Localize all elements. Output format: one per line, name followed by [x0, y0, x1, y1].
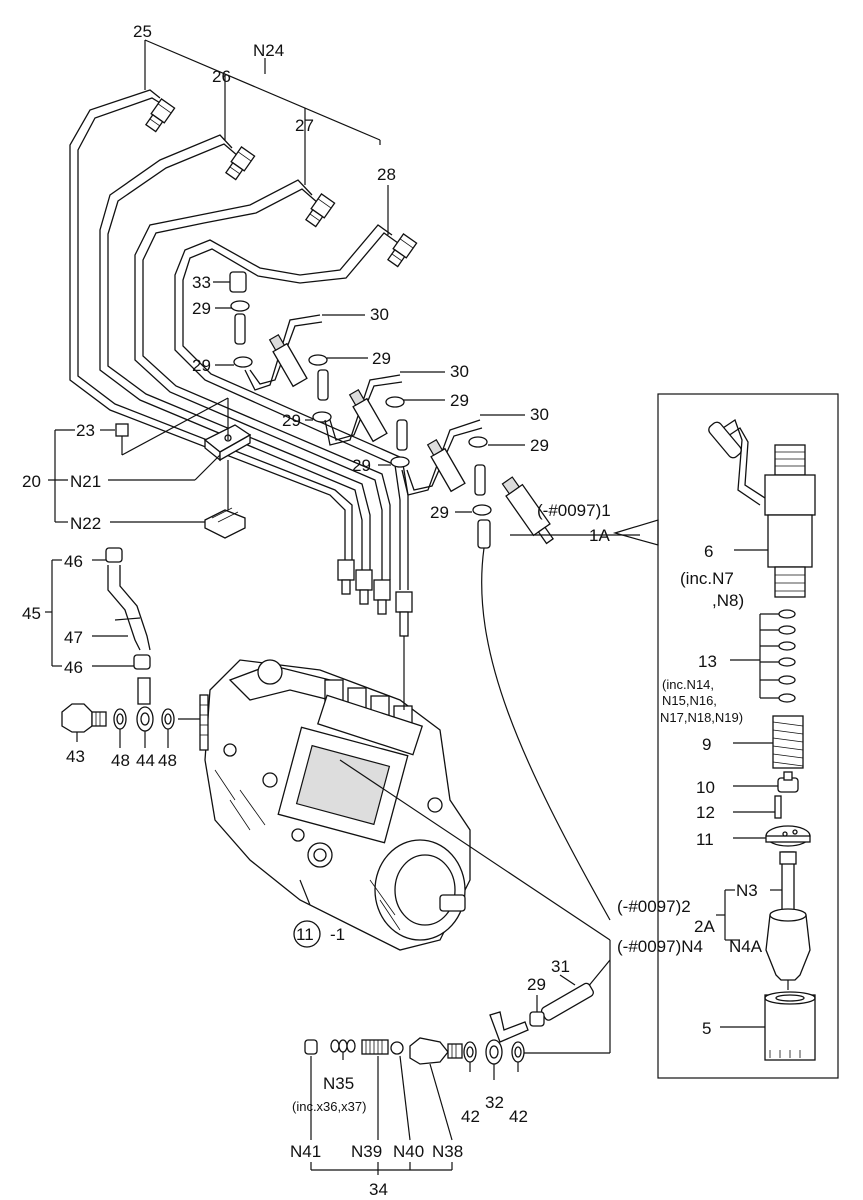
callout-20: 20 — [22, 472, 41, 491]
callout-5: 5 — [702, 1019, 711, 1038]
callout-N4A: N4A — [729, 937, 763, 956]
callout-6-inc: (inc.N7 — [680, 569, 734, 588]
callout-11: 11 — [696, 830, 714, 849]
callout-43: 43 — [66, 747, 85, 766]
callout-N35-inc: (inc.x36,x37) — [292, 1099, 366, 1114]
callout-48-a: 48 — [111, 751, 130, 770]
callout-32: 32 — [485, 1093, 504, 1112]
callout-34: 34 — [369, 1180, 388, 1199]
callout-11-circle — [293, 920, 321, 948]
callout-1-pointer — [612, 519, 659, 546]
callout-N41: N41 — [290, 1142, 321, 1161]
callout-N38: N38 — [432, 1142, 463, 1161]
banjo-bolt-parts — [61, 703, 300, 748]
callout-1: (-#0097)1 — [537, 501, 611, 520]
callout-29-d: 29 — [450, 391, 469, 410]
callout-10: 10 — [696, 778, 715, 797]
callout-42-a: 42 — [461, 1107, 480, 1126]
callout-2A: 2A — [694, 917, 715, 936]
callout-13-inc-1: (inc.N14, — [662, 677, 714, 692]
callout-2: (-#0097)2 — [617, 897, 691, 916]
callout-29-j: 29 — [527, 975, 546, 994]
callout-1A: 1A — [589, 526, 610, 545]
callout-23: 23 — [76, 421, 95, 440]
callout-9: 9 — [702, 735, 711, 754]
callout-13-inc-2: N15,N16, — [662, 693, 717, 708]
callout-N4: (-#0097)N4 — [617, 937, 703, 956]
callout-13-inc-3: N17,N18,N19) — [660, 710, 743, 725]
callout-N22: N22 — [70, 514, 101, 533]
leak-off-parts — [213, 271, 554, 549]
callout-29-a: 29 — [192, 299, 211, 318]
callout-28: 28 — [377, 165, 396, 184]
callout-29-f: 29 — [530, 436, 549, 455]
callout-30-c: 30 — [530, 405, 549, 424]
callout-N3: N3 — [736, 881, 758, 900]
callout-N40: N40 — [393, 1142, 424, 1161]
callout-33: 33 — [192, 273, 211, 292]
injector-detail-box — [657, 393, 839, 1079]
injector-exploded-view — [708, 418, 816, 1061]
callout-N24: N24 — [253, 41, 284, 60]
callout-46-a: 46 — [64, 552, 83, 571]
callout-11-suffix: -1 — [330, 925, 345, 944]
callout-29-h: 29 — [430, 503, 449, 522]
callout-45: 45 — [22, 604, 41, 623]
callout-29-g: 29 — [352, 456, 371, 475]
callout-N21: N21 — [70, 472, 101, 491]
return-hose-parts — [45, 547, 151, 705]
callout-6-inc2: ,N8) — [712, 591, 744, 610]
injection-pipes — [69, 89, 409, 590]
callout-48-b: 48 — [158, 751, 177, 770]
pipe-bottom-nuts — [337, 559, 413, 637]
callout-N35: N35 — [323, 1074, 354, 1093]
callout-N39: N39 — [351, 1142, 382, 1161]
callout-30-a: 30 — [370, 305, 389, 324]
callout-25: 25 — [133, 22, 152, 41]
callout-29-b: 29 — [192, 356, 211, 375]
pipe-top-nuts — [145, 98, 418, 268]
pipes-callout — [144, 39, 389, 235]
callout-44: 44 — [136, 751, 155, 770]
callout-29-c: 29 — [372, 349, 391, 368]
overflow-valve-parts — [304, 974, 594, 1175]
leader-lines — [339, 547, 611, 1054]
injection-pump-body — [199, 659, 471, 951]
callout-26: 26 — [212, 67, 231, 86]
callout-29-e: 29 — [282, 411, 301, 430]
callout-31: 31 — [551, 957, 570, 976]
callout-13: 13 — [698, 652, 717, 671]
pipe-clamp-parts — [48, 397, 252, 539]
callout-30-b: 30 — [450, 362, 469, 381]
callout-6: 6 — [704, 542, 713, 561]
callout-46-b: 46 — [64, 658, 83, 677]
callout-47: 47 — [64, 628, 83, 647]
callout-11-circled: 11 — [296, 925, 314, 944]
callout-42-b: 42 — [509, 1107, 528, 1126]
callout-27: 27 — [295, 116, 314, 135]
callout-12: 12 — [696, 803, 715, 822]
